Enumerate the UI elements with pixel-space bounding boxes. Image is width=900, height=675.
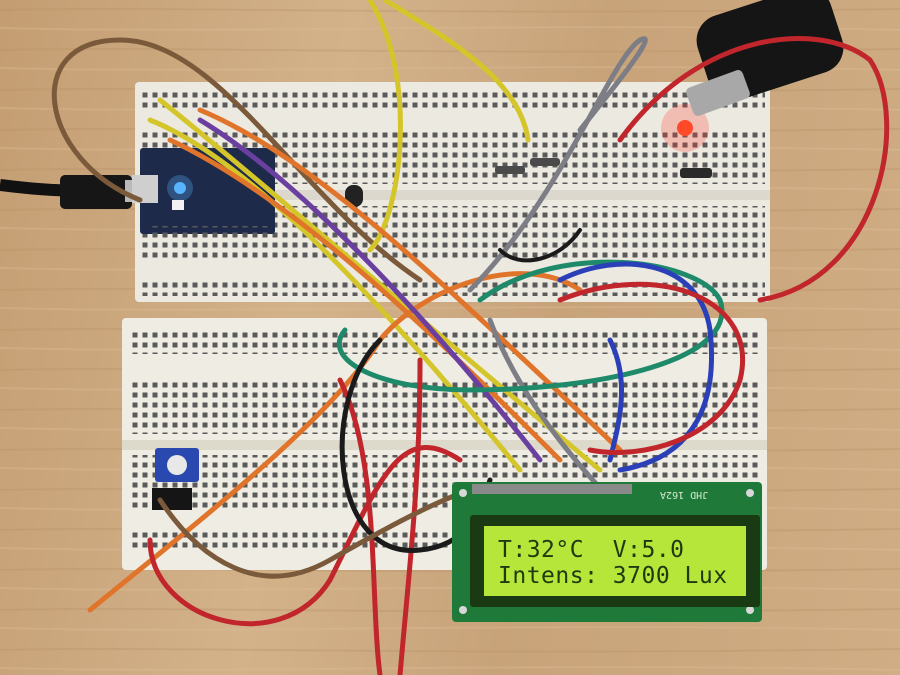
wire-brown <box>157 487 473 579</box>
wire-yellow <box>157 97 603 473</box>
lcd-line-temperature-voltage: T:32°C V:5.0 <box>498 537 685 563</box>
temperature-sensor <box>345 185 363 207</box>
wire-orange <box>197 107 623 453</box>
wire-blue <box>557 261 714 473</box>
wire-blue <box>607 337 625 463</box>
lcd-pcb-label: JHD 162A <box>660 489 709 500</box>
usb-plug <box>60 175 132 209</box>
wire-brown <box>51 37 423 283</box>
wire-yellow <box>382 0 531 143</box>
wire-red <box>337 377 383 675</box>
wire-red <box>397 357 423 675</box>
wire-yellow <box>147 117 523 473</box>
wire-red <box>147 445 463 627</box>
lcd-screen <box>484 526 746 596</box>
wire-purple <box>197 117 543 463</box>
wire-black <box>498 228 582 263</box>
lcd-line-light-intensity: Intens: 3700 Lux <box>498 563 728 589</box>
red-led <box>661 104 709 152</box>
lcd-module <box>452 482 762 622</box>
resistor <box>530 158 560 166</box>
wire-red <box>617 36 890 303</box>
wire-red <box>557 281 745 455</box>
wire-orange <box>167 137 563 463</box>
resistor <box>495 166 525 174</box>
wire-gray <box>467 36 648 293</box>
jumper-header <box>680 168 712 178</box>
power-plug <box>686 0 844 116</box>
